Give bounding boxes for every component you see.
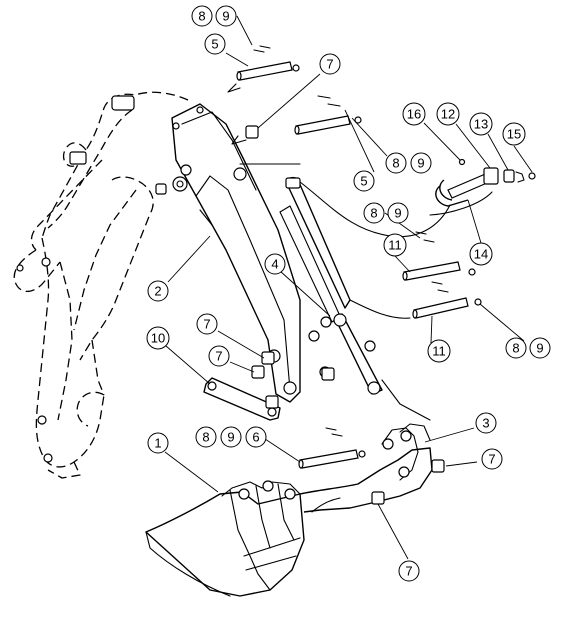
svg-text:7: 7 [405, 564, 412, 579]
bushings [155, 125, 445, 505]
callout-4: 4 [264, 253, 286, 275]
callout-14: 14 [469, 242, 493, 266]
svg-text:9: 9 [394, 206, 401, 221]
svg-text:7: 7 [203, 317, 210, 332]
svg-text:13: 13 [474, 117, 488, 132]
assembly-curves [227, 83, 451, 421]
svg-text:11: 11 [388, 238, 402, 253]
callout-3: 3 [475, 412, 497, 434]
svg-text:8: 8 [370, 206, 377, 221]
svg-text:3: 3 [482, 416, 489, 431]
svg-text:16: 16 [407, 107, 421, 122]
svg-text:2: 2 [154, 284, 161, 299]
coupler-pin-assembly [429, 158, 536, 216]
callout-6: 6 [245, 426, 267, 448]
svg-text:10: 10 [151, 331, 165, 346]
callout-7-top: 7 [319, 53, 341, 75]
svg-text:9: 9 [536, 341, 543, 356]
svg-text:6: 6 [252, 430, 259, 445]
svg-text:7: 7 [215, 349, 222, 364]
svg-text:15: 15 [507, 127, 521, 142]
svg-text:9: 9 [227, 430, 234, 445]
callout-7-a: 7 [196, 313, 218, 335]
svg-text:8: 8 [392, 156, 399, 171]
svg-text:5: 5 [211, 37, 218, 52]
callout-8-bot: 8 [195, 426, 217, 448]
callout-5-top: 5 [204, 33, 226, 55]
svg-text:9: 9 [417, 156, 424, 171]
callout-9-r: 9 [387, 202, 409, 224]
callout-11-a: 11 [383, 233, 407, 257]
svg-text:8: 8 [198, 9, 205, 24]
callout-bubbles: 8 9 5 7 16 12 13 15 8 9 5 8 9 14 11 4 2 … [146, 5, 551, 582]
callout-7-right: 7 [481, 448, 503, 470]
svg-text:7: 7 [488, 452, 495, 467]
callout-15: 15 [502, 122, 526, 146]
callout-1: 1 [147, 432, 169, 454]
svg-text:5: 5 [360, 174, 367, 189]
svg-text:7: 7 [326, 57, 333, 72]
dipper-arm [171, 103, 301, 403]
callout-9-top: 9 [215, 5, 237, 27]
svg-text:8: 8 [512, 341, 519, 356]
bolts [253, 45, 482, 458]
callout-7-b: 7 [208, 345, 230, 367]
callout-9-bot: 9 [220, 426, 242, 448]
callout-9-low: 9 [529, 337, 551, 359]
pins [236, 61, 469, 469]
callout-16: 16 [402, 102, 426, 126]
phantom-boom [13, 91, 189, 479]
callout-8-low: 8 [505, 337, 527, 359]
svg-text:1: 1 [154, 436, 161, 451]
svg-text:11: 11 [432, 344, 446, 359]
callout-8-r: 8 [363, 202, 385, 224]
leader-lines [164, 15, 533, 560]
bucket-assembly [145, 423, 433, 597]
callout-8-top: 8 [191, 5, 213, 27]
callout-9-mid: 9 [410, 152, 432, 174]
svg-text:4: 4 [271, 257, 278, 272]
svg-text:8: 8 [202, 430, 209, 445]
callout-13: 13 [469, 112, 493, 136]
callout-10: 10 [146, 326, 170, 350]
svg-text:9: 9 [222, 9, 229, 24]
callout-8-mid: 8 [385, 152, 407, 174]
callout-12: 12 [436, 102, 460, 126]
svg-text:14: 14 [474, 247, 488, 262]
callout-5-mid: 5 [353, 170, 375, 192]
callout-2: 2 [147, 280, 169, 302]
callout-7-bottom: 7 [398, 560, 420, 582]
callout-11-b: 11 [427, 339, 451, 363]
svg-text:12: 12 [441, 107, 455, 122]
